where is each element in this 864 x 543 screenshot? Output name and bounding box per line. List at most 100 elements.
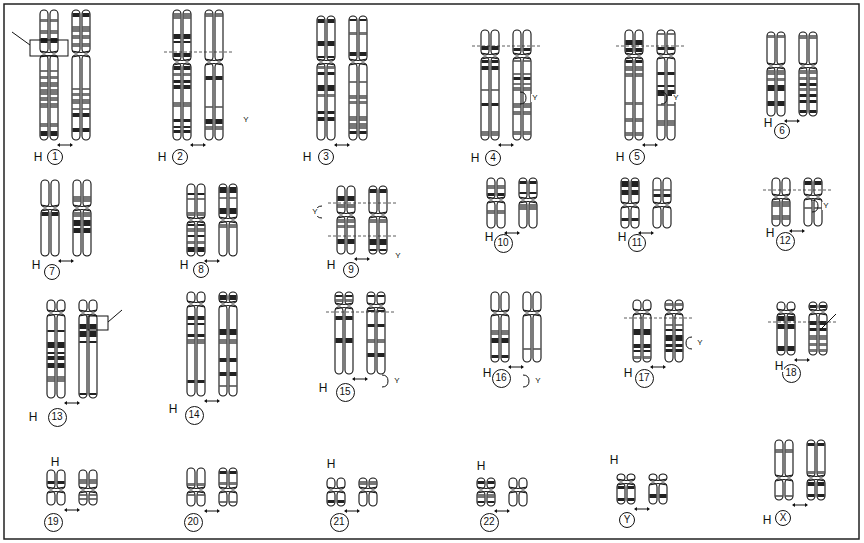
chromatid-arm (317, 63, 325, 140)
chromatid-outline (635, 30, 643, 55)
chromosome-band (810, 88, 817, 91)
chromosome-number: 13 (51, 412, 62, 422)
chromatid-outline (772, 198, 780, 226)
species-label: H (318, 382, 329, 394)
chromatid (219, 292, 227, 396)
chromosome-number: 21 (333, 517, 344, 527)
chromosome-band (378, 295, 385, 297)
chromatid-outline (533, 314, 541, 362)
chromosome-band (230, 471, 237, 474)
chromatid-outline (197, 468, 205, 489)
chromosome-band (626, 132, 633, 136)
chromatid-arm (519, 201, 527, 228)
chromatid-arm (79, 470, 87, 489)
chromosome-band (41, 123, 48, 127)
chromatid (41, 180, 49, 256)
chromosome-band (654, 194, 661, 197)
chromosome-band (188, 193, 195, 195)
chromosome-band (51, 30, 58, 34)
species-label: H (615, 151, 626, 163)
chromatid-arm (819, 313, 827, 355)
chromatid-arm (337, 186, 345, 214)
chromosome-band (188, 228, 195, 232)
chromatid-outline (82, 10, 90, 53)
chromatid-arm (817, 479, 825, 500)
chromosome-band (800, 70, 807, 74)
chromatid (481, 30, 489, 140)
chromosome-band (658, 85, 665, 87)
chromatid-arm (807, 479, 815, 500)
chromosome-band (318, 19, 325, 23)
chromosome-band (524, 348, 531, 350)
chromatid-outline (57, 314, 65, 398)
chromosome-band (41, 97, 48, 101)
chromosome-band (348, 196, 355, 201)
chromatid-arm (82, 55, 90, 140)
chromosome-band (666, 303, 673, 306)
chromatid-outline (782, 178, 790, 196)
chromosome-number: 11 (632, 238, 642, 248)
chromatid-outline (215, 63, 223, 140)
chromatid-outline (477, 491, 485, 506)
chromatid-arm (533, 314, 541, 362)
chromosome-band (336, 316, 343, 320)
chromatid (772, 178, 780, 226)
chromatid-outline (347, 216, 355, 254)
chromatid-outline (777, 313, 785, 355)
chromatid-outline (219, 491, 227, 506)
chromosome-band (664, 189, 671, 191)
chromatid-outline (345, 307, 353, 374)
chromatid-outline (72, 10, 80, 53)
chromosome-band (658, 33, 665, 35)
chromatid (229, 184, 237, 256)
chromosome-band (328, 56, 335, 58)
chromosome-band (90, 393, 97, 395)
chromosome-band (805, 181, 812, 185)
chromatid-arm (481, 57, 489, 140)
inversion-mark: Y (242, 116, 249, 124)
chromosome-band (370, 481, 377, 485)
chromosome-band (188, 224, 195, 226)
chromosome-band (530, 204, 537, 210)
chromosome-band (626, 66, 633, 71)
chromosome-band (502, 338, 509, 343)
chromosome-band (778, 85, 785, 91)
chromosome-band (188, 316, 195, 320)
number-circle: Y (619, 512, 635, 528)
centromere (359, 487, 377, 493)
chromatid-outline (487, 491, 495, 506)
chromosome-band (482, 89, 489, 91)
chromosome-band (805, 207, 812, 209)
chromatid (817, 440, 825, 500)
chromosome-band (668, 120, 675, 126)
chromosome-band (492, 355, 499, 358)
centromere (487, 197, 505, 203)
chromosome-band (90, 324, 97, 329)
chromatid-arm (667, 30, 675, 55)
chromosome-band (48, 356, 55, 360)
chromosome-band (41, 70, 48, 72)
chromosome-band (350, 52, 357, 56)
chromatid-arm (633, 313, 641, 362)
chromatid-arm (359, 16, 367, 61)
chromatid-arm (809, 32, 817, 65)
chromosome-band (524, 111, 531, 115)
chromatid-outline (787, 313, 795, 355)
chromosome-band (41, 76, 48, 79)
chromosome-band (220, 329, 227, 335)
chromosome-band (73, 35, 80, 39)
chromatid-arm (657, 57, 665, 140)
chromatid-arm (785, 440, 793, 477)
chromatid-arm (627, 483, 635, 504)
break-line (328, 203, 396, 204)
chromatid-arm (617, 483, 625, 504)
chromosome-band (328, 111, 335, 114)
species-label: H (765, 227, 776, 239)
chromosome-band (184, 126, 191, 128)
chromatid-arm (804, 178, 812, 196)
chromatid-outline (807, 479, 815, 500)
chromosome-band (360, 481, 367, 485)
chromosome-band (520, 181, 527, 184)
chromosome-band (370, 219, 377, 223)
chromosome-band (216, 126, 223, 130)
